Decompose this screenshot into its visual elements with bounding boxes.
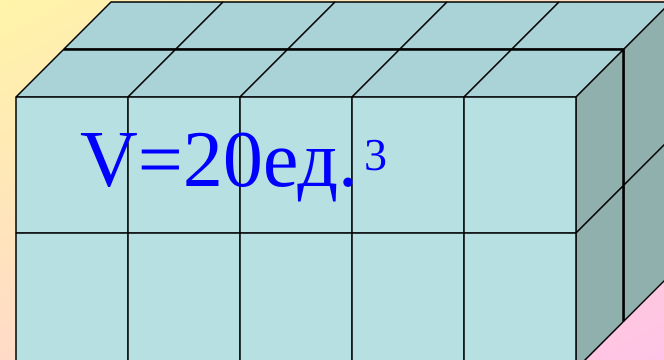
front-cube-layer [15, 49, 624, 360]
front-cube-front-face [15, 232, 129, 360]
front-cube-front-face [463, 232, 577, 360]
front-cube-front-face [463, 96, 577, 234]
volume-label: V=20ед.3 [80, 120, 387, 200]
front-cube-front-face [239, 232, 353, 360]
volume-exponent: 3 [364, 129, 388, 180]
front-cube-front-face [127, 232, 241, 360]
volume-text: V=20ед. [80, 116, 359, 204]
front-cube-front-face [351, 232, 465, 360]
